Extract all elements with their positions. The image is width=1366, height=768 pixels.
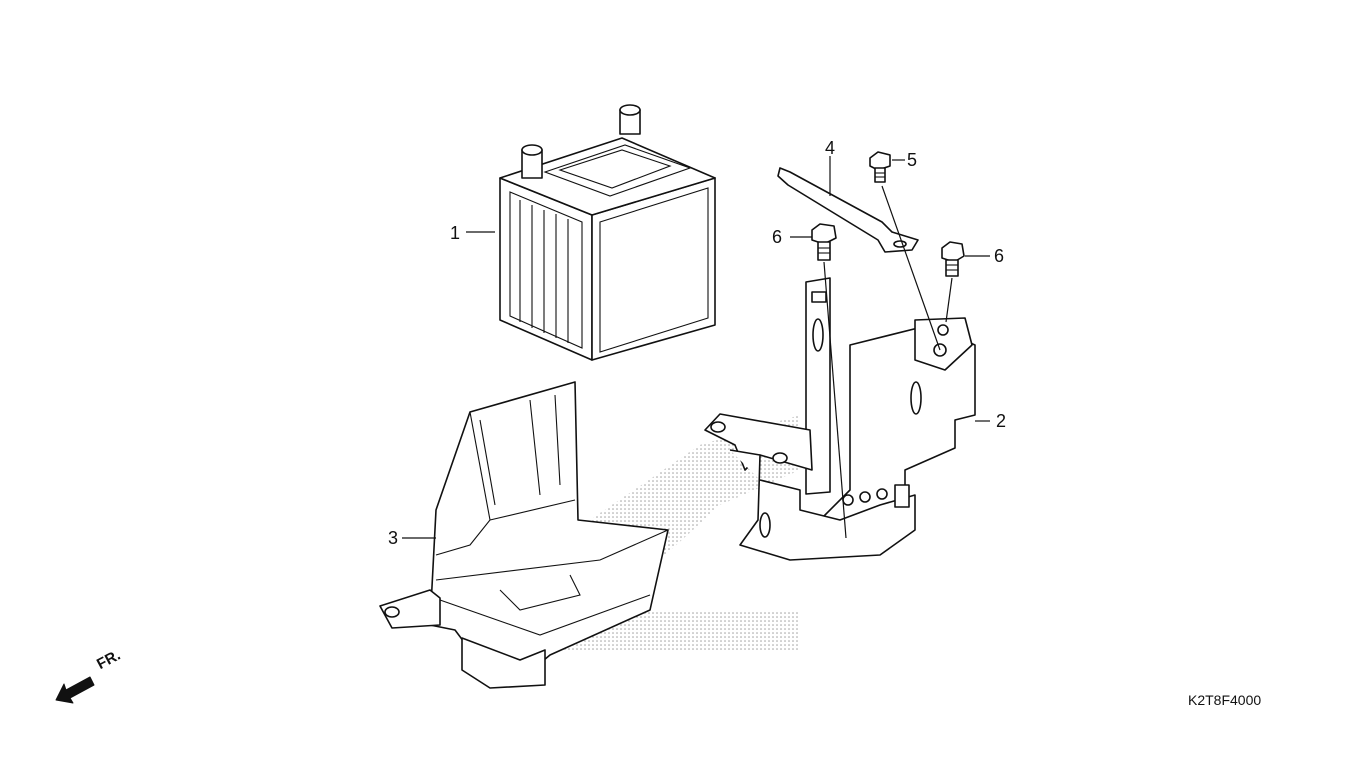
callout-5: 5 [907, 150, 918, 170]
leader-lines [402, 156, 990, 539]
stay-plate-part [777, 167, 919, 253]
battery-holder-part [704, 277, 976, 561]
callout-6-left: 6 [772, 227, 783, 247]
bolt-part-6-right [941, 241, 965, 277]
bolt-part-5 [869, 151, 891, 183]
callout-6-right: 6 [994, 246, 1005, 266]
battery-part [499, 104, 716, 361]
front-arrow-icon [55, 676, 95, 704]
callout-4: 4 [825, 138, 836, 158]
callout-3: 3 [388, 528, 399, 548]
callout-1: 1 [450, 223, 461, 243]
callout-2: 2 [996, 411, 1007, 431]
bolt-part-6-left [811, 223, 837, 261]
part-diagram-code: K2T8F4000 [1188, 692, 1262, 708]
battery-case-part [379, 381, 669, 689]
